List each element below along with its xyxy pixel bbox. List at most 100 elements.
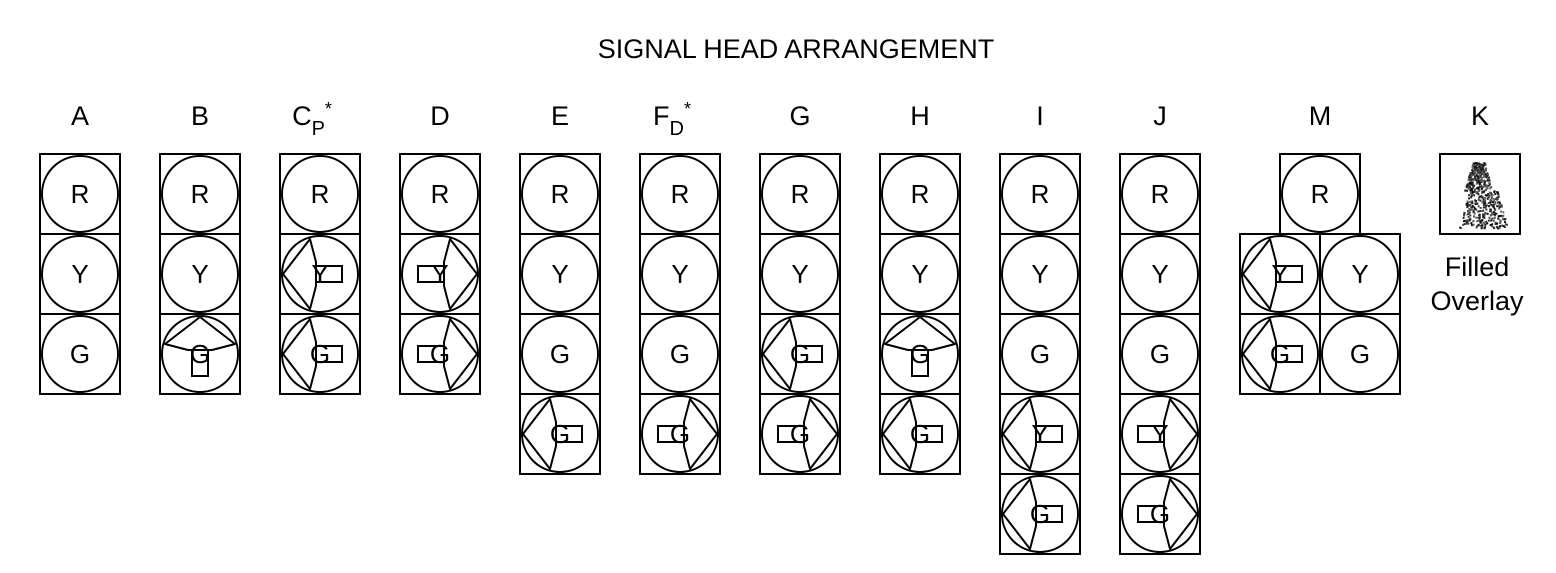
lens-housing — [519, 393, 601, 475]
arrow-shaft — [1137, 425, 1165, 443]
lens-housing — [159, 313, 241, 395]
lens-letter: R — [911, 179, 930, 209]
lens-letter: R — [191, 179, 210, 209]
lens-circle — [1121, 315, 1199, 393]
lens-letter: Y — [911, 259, 928, 289]
signal-lens: Y — [879, 233, 961, 315]
lens-circle — [641, 155, 719, 233]
head-label: M — [1309, 101, 1332, 131]
lens-circle — [1001, 315, 1079, 393]
lens-circle — [41, 235, 119, 313]
lens-letter: G — [550, 339, 570, 369]
lens-letter: Y — [1151, 259, 1168, 289]
lens-letter: Y — [791, 259, 808, 289]
signal-lens: G — [159, 313, 241, 395]
signal-lens: G — [759, 313, 841, 395]
lens-circle — [41, 315, 119, 393]
signal-lens: G — [519, 393, 601, 475]
head-label: CP* — [292, 99, 332, 140]
arrow-shaft — [657, 425, 685, 443]
head-label-superscript: * — [684, 99, 691, 119]
signal-lens: R — [39, 153, 121, 235]
lens-letter: Y — [1151, 419, 1168, 449]
lens-letter: G — [910, 419, 930, 449]
lens-circle — [641, 315, 719, 393]
lens-letter: Y — [1271, 259, 1288, 289]
lens-letter: R — [1311, 179, 1330, 209]
lens-letter: Y — [431, 259, 448, 289]
lens-letter: G — [550, 419, 570, 449]
signal-lens: R — [159, 153, 241, 235]
signal-lens: G — [1319, 313, 1401, 395]
lens-housing — [1319, 313, 1401, 395]
arrow-shaft — [1275, 265, 1303, 283]
signal-lens: G — [519, 313, 601, 395]
signal-lens: Y — [1119, 393, 1201, 475]
head-label: FD* — [653, 99, 691, 140]
lens-letter: R — [311, 179, 330, 209]
signal-lens: Y — [639, 233, 721, 315]
lens-circle — [521, 315, 599, 393]
signal-lens: G — [639, 393, 721, 475]
signal-lens: G — [879, 393, 961, 475]
signal-lens: Y — [519, 233, 601, 315]
signal-lens: R — [759, 153, 841, 235]
signal-lens: G — [1119, 473, 1201, 555]
lens-letter: G — [910, 339, 930, 369]
signal-lens: Y — [399, 233, 481, 315]
signal-lens: R — [1119, 153, 1201, 235]
signal-lens: G — [279, 313, 361, 395]
arrow-shaft — [191, 349, 209, 377]
lens-circle — [881, 235, 959, 313]
lens-circle — [1321, 315, 1399, 393]
signal-lens: Y — [1119, 233, 1201, 315]
lens-letter: R — [431, 179, 450, 209]
lens-letter: G — [670, 419, 690, 449]
lens-circle — [1001, 235, 1079, 313]
signal-lens: G — [39, 313, 121, 395]
lens-letter: R — [671, 179, 690, 209]
signal-lens: G — [1119, 313, 1201, 395]
signal-lens: G — [879, 313, 961, 395]
lens-housing — [639, 393, 721, 475]
lens-circle — [401, 155, 479, 233]
arrow-shaft — [777, 425, 805, 443]
signal-lens: G — [1239, 313, 1321, 395]
signal-lens: R — [639, 153, 721, 235]
lens-letter: Y — [1031, 419, 1048, 449]
head-label-subscript: P — [312, 118, 325, 140]
lens-letter: R — [1151, 179, 1170, 209]
signal-lens: Y — [159, 233, 241, 315]
lens-letter: G — [430, 339, 450, 369]
lens-circle — [1121, 235, 1199, 313]
lens-circle — [761, 155, 839, 233]
signal-lens: G — [999, 473, 1081, 555]
lens-circle — [281, 155, 359, 233]
signal-lens: Y — [999, 233, 1081, 315]
lens-letter: G — [1030, 339, 1050, 369]
legend-caption-line2: Overlay — [1430, 286, 1524, 316]
signal-lens: R — [1279, 153, 1361, 235]
signal-lens: R — [999, 153, 1081, 235]
lens-letter: Y — [671, 259, 688, 289]
signal-lens: R — [879, 153, 961, 235]
legend-k: K Filled Overlay — [1430, 101, 1524, 316]
head-label: J — [1153, 101, 1167, 131]
lens-letter: Y — [1351, 259, 1368, 289]
lens-circle — [161, 235, 239, 313]
diagram-title: SIGNAL HEAD ARRANGEMENT — [598, 34, 995, 64]
lens-letter: R — [791, 179, 810, 209]
lens-circle — [521, 235, 599, 313]
arrow-shaft — [417, 345, 445, 363]
signal-lens: Y — [279, 233, 361, 315]
arrow-shaft — [911, 349, 929, 377]
